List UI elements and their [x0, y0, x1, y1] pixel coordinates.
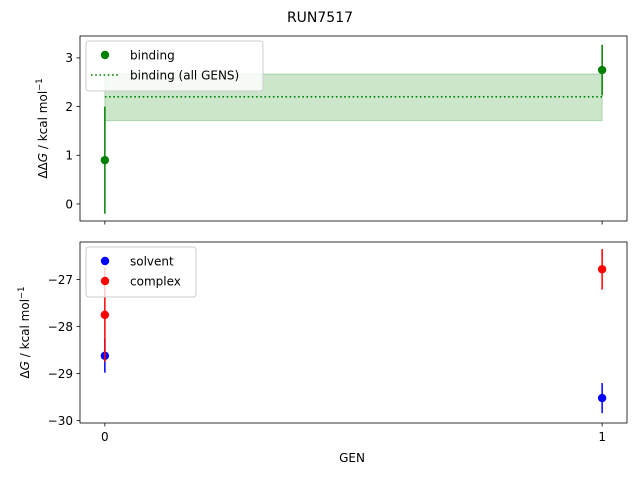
y-axis-label: ΔΔG / kcal mol−1 [35, 78, 50, 178]
binding-point [100, 155, 110, 165]
x-tick-label: 1 [598, 430, 606, 444]
figure-title: RUN7517 [287, 10, 353, 26]
legend-label-complex: complex [130, 274, 181, 288]
axes-frame [79, 35, 628, 222]
complex-point [100, 310, 110, 320]
y-tick-label: −29 [48, 367, 73, 381]
legend-label-solvent: solvent [130, 254, 174, 268]
x-axis-label: GEN [339, 451, 365, 465]
complex-point [597, 265, 607, 274]
legend-box [85, 246, 197, 298]
solvent-point [597, 393, 607, 403]
y-tick-label: 0 [65, 197, 73, 211]
legend-marker-complex [100, 276, 110, 286]
y-tick-label: −28 [48, 320, 73, 334]
y-tick-label: −30 [48, 414, 73, 428]
binding-point [597, 65, 607, 75]
axes-frame [79, 241, 628, 424]
legend-marker-binding [100, 50, 110, 60]
x-tick-label: 0 [101, 430, 109, 444]
y-axis-label: ΔG / kcal mol−1 [17, 286, 32, 378]
y-tick-label: 2 [65, 100, 73, 114]
legend-box [85, 40, 264, 92]
bottom-axes: −30 −29 −28 −27 0 1 ΔG / kcal mol−1 solvent comp… [17, 241, 628, 444]
y-tick-label: 3 [65, 51, 73, 65]
y-tick-label: 1 [65, 149, 73, 163]
legend-label-binding-all-gens-: binding (all GENS) [130, 68, 239, 82]
legend-marker-solvent [100, 256, 110, 266]
legend-label-binding: binding [130, 48, 175, 62]
y-tick-label: −27 [48, 273, 73, 287]
